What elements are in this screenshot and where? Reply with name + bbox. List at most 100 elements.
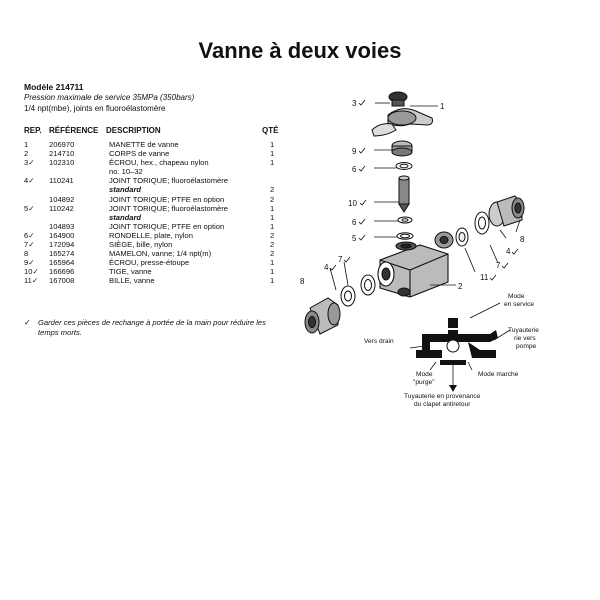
callout-10: 10 xyxy=(348,199,357,208)
callout-2: 2 xyxy=(458,282,463,291)
table-row: 6✓ 164900 RONDELLE, plate, nylon 2 xyxy=(24,231,280,240)
part-ref: 166696 xyxy=(49,267,75,277)
part-qty: 1 xyxy=(270,267,275,277)
part-qty: 2 xyxy=(270,249,275,259)
valve-body-part xyxy=(377,241,449,298)
part-qty: 1 xyxy=(270,258,275,268)
part-desc: no. 10–32 xyxy=(109,167,143,177)
part-rep: 1 xyxy=(24,140,29,149)
part-ref: 165274 xyxy=(49,249,75,259)
part-ref: 172094 xyxy=(49,240,75,250)
table-row: no. 10–32 xyxy=(24,167,280,176)
part-rep: 7✓ xyxy=(24,240,35,250)
left-seal-parts xyxy=(340,274,376,307)
table-row: 9✓ 165964 ÉCROU, presse-étoupe 1 xyxy=(24,258,280,267)
col-header-ref: RÉFÉRENCE xyxy=(49,126,99,135)
part-rep: 3✓ xyxy=(24,158,35,168)
part-qty: 1 xyxy=(270,149,275,159)
callout-6b: 6 xyxy=(352,218,357,227)
col-header-rep: REP. xyxy=(24,126,42,135)
table-row: 7✓ 172094 SIÈGE, bille, nylon 2 xyxy=(24,240,280,249)
table-row: 3✓ 102310 ÉCROU, hex., chapeau nylon 1 xyxy=(24,158,280,167)
model-number: Modèle 214711 xyxy=(24,82,84,92)
part-qty: 1 xyxy=(270,203,275,213)
part-desc: BILLE, vanne xyxy=(109,276,155,286)
part-ref: 110242 xyxy=(49,203,74,213)
table-row: 11✓ 167008 BILLE, vanne 1 xyxy=(24,276,280,285)
callout-4b: 4 xyxy=(324,263,329,272)
callout-8b: 8 xyxy=(300,277,305,286)
part-ref: 102310 xyxy=(49,158,75,168)
part-rep: 4✓ xyxy=(24,176,35,186)
part-qty: 1 xyxy=(270,212,275,222)
part-desc: SIÈGE, bille, nylon xyxy=(109,240,173,250)
callout-1: 1 xyxy=(440,102,445,111)
part-rep: 10✓ xyxy=(24,267,39,277)
part-ref: 165964 xyxy=(49,258,75,268)
thread-spec: 1/4 npt(mbe), joints en fluoroélastomère xyxy=(24,104,166,113)
part-rep: 6✓ xyxy=(24,230,35,240)
nipple-left-part xyxy=(304,297,341,335)
pressure-spec: Pression maximale de service 35MPa (350b… xyxy=(24,93,195,102)
part-ref: 167008 xyxy=(49,276,75,286)
col-header-qty: QTÉ xyxy=(262,126,279,135)
callout-7a: 7 xyxy=(496,261,501,270)
purge-label-2: "purge" xyxy=(413,379,435,386)
part-ref: 104892 xyxy=(49,194,75,204)
packing-nut-part xyxy=(391,140,413,170)
part-desc: RONDELLE, plate, nylon xyxy=(109,230,193,240)
part-ref: 164900 xyxy=(49,230,75,240)
table-row: 104892 JOINT TORIQUE; PTFE en option 2 xyxy=(24,195,280,204)
part-desc: MAMELON, vanne; 1/4 npt(m) xyxy=(109,249,212,259)
flow-schematic: Mode en service Vers drain Tuyauterie ri… xyxy=(364,293,539,408)
callout-4a: 4 xyxy=(506,247,511,256)
part-desc: JOINT TORIQUE; fluoroélastomère xyxy=(109,176,229,186)
pump-label-1: Tuyauterie xyxy=(508,327,539,334)
part-qty: 2 xyxy=(270,230,275,240)
callout-3: 3 xyxy=(352,99,357,108)
part-desc: CORPS de vanne xyxy=(109,149,170,159)
pump-label-3: pompe xyxy=(516,343,536,350)
table-row: 10✓ 166696 TIGE, vanne 1 xyxy=(24,267,280,276)
nipple-right-part xyxy=(488,195,525,227)
callout-7b: 7 xyxy=(338,255,343,264)
callout-5: 5 xyxy=(352,234,357,243)
part-desc: ÉCROU, presse-étoupe xyxy=(109,258,190,268)
note-text: Garder ces pièces de rechange à portée d… xyxy=(38,318,266,337)
pump-label-2: rie vers xyxy=(514,335,536,342)
part-rep: 9✓ xyxy=(24,258,35,268)
part-rep: 5✓ xyxy=(24,203,35,213)
part-qty: 2 xyxy=(270,240,275,250)
marche-label: Mode marche xyxy=(478,371,519,378)
page-title: Vanne à deux voies xyxy=(198,38,402,63)
part-ref: 214710 xyxy=(49,149,75,159)
ball-and-seat-parts xyxy=(434,211,490,249)
purge-label-1: Mode xyxy=(416,371,433,378)
part-desc: TIGE, vanne xyxy=(109,267,152,277)
spare-parts-note: ✓ Garder ces pièces de rechange à portée… xyxy=(24,318,284,338)
part-qty: 1 xyxy=(270,158,275,168)
part-qty: 1 xyxy=(270,140,275,149)
part-qty: 1 xyxy=(270,221,275,231)
washer-parts xyxy=(396,216,414,240)
part-rep: 2 xyxy=(24,149,29,159)
part-desc: JOINT TORIQUE; PTFE en option xyxy=(109,194,225,204)
part-rep: 11✓ xyxy=(24,276,39,286)
part-desc: ÉCROU, hex., chapeau nylon xyxy=(109,158,209,168)
callout-11: 11 xyxy=(480,273,489,282)
handle-part xyxy=(371,91,433,137)
check-icon: ✓ xyxy=(24,318,31,327)
callout-8a: 8 xyxy=(520,235,525,244)
part-desc: JOINT TORIQUE; fluoroélastomère xyxy=(109,203,229,213)
callout-6a: 6 xyxy=(352,165,357,174)
part-desc: standard xyxy=(109,185,142,195)
callout-9: 9 xyxy=(352,147,357,156)
part-qty: 1 xyxy=(270,276,275,286)
part-qty: 2 xyxy=(270,194,275,204)
